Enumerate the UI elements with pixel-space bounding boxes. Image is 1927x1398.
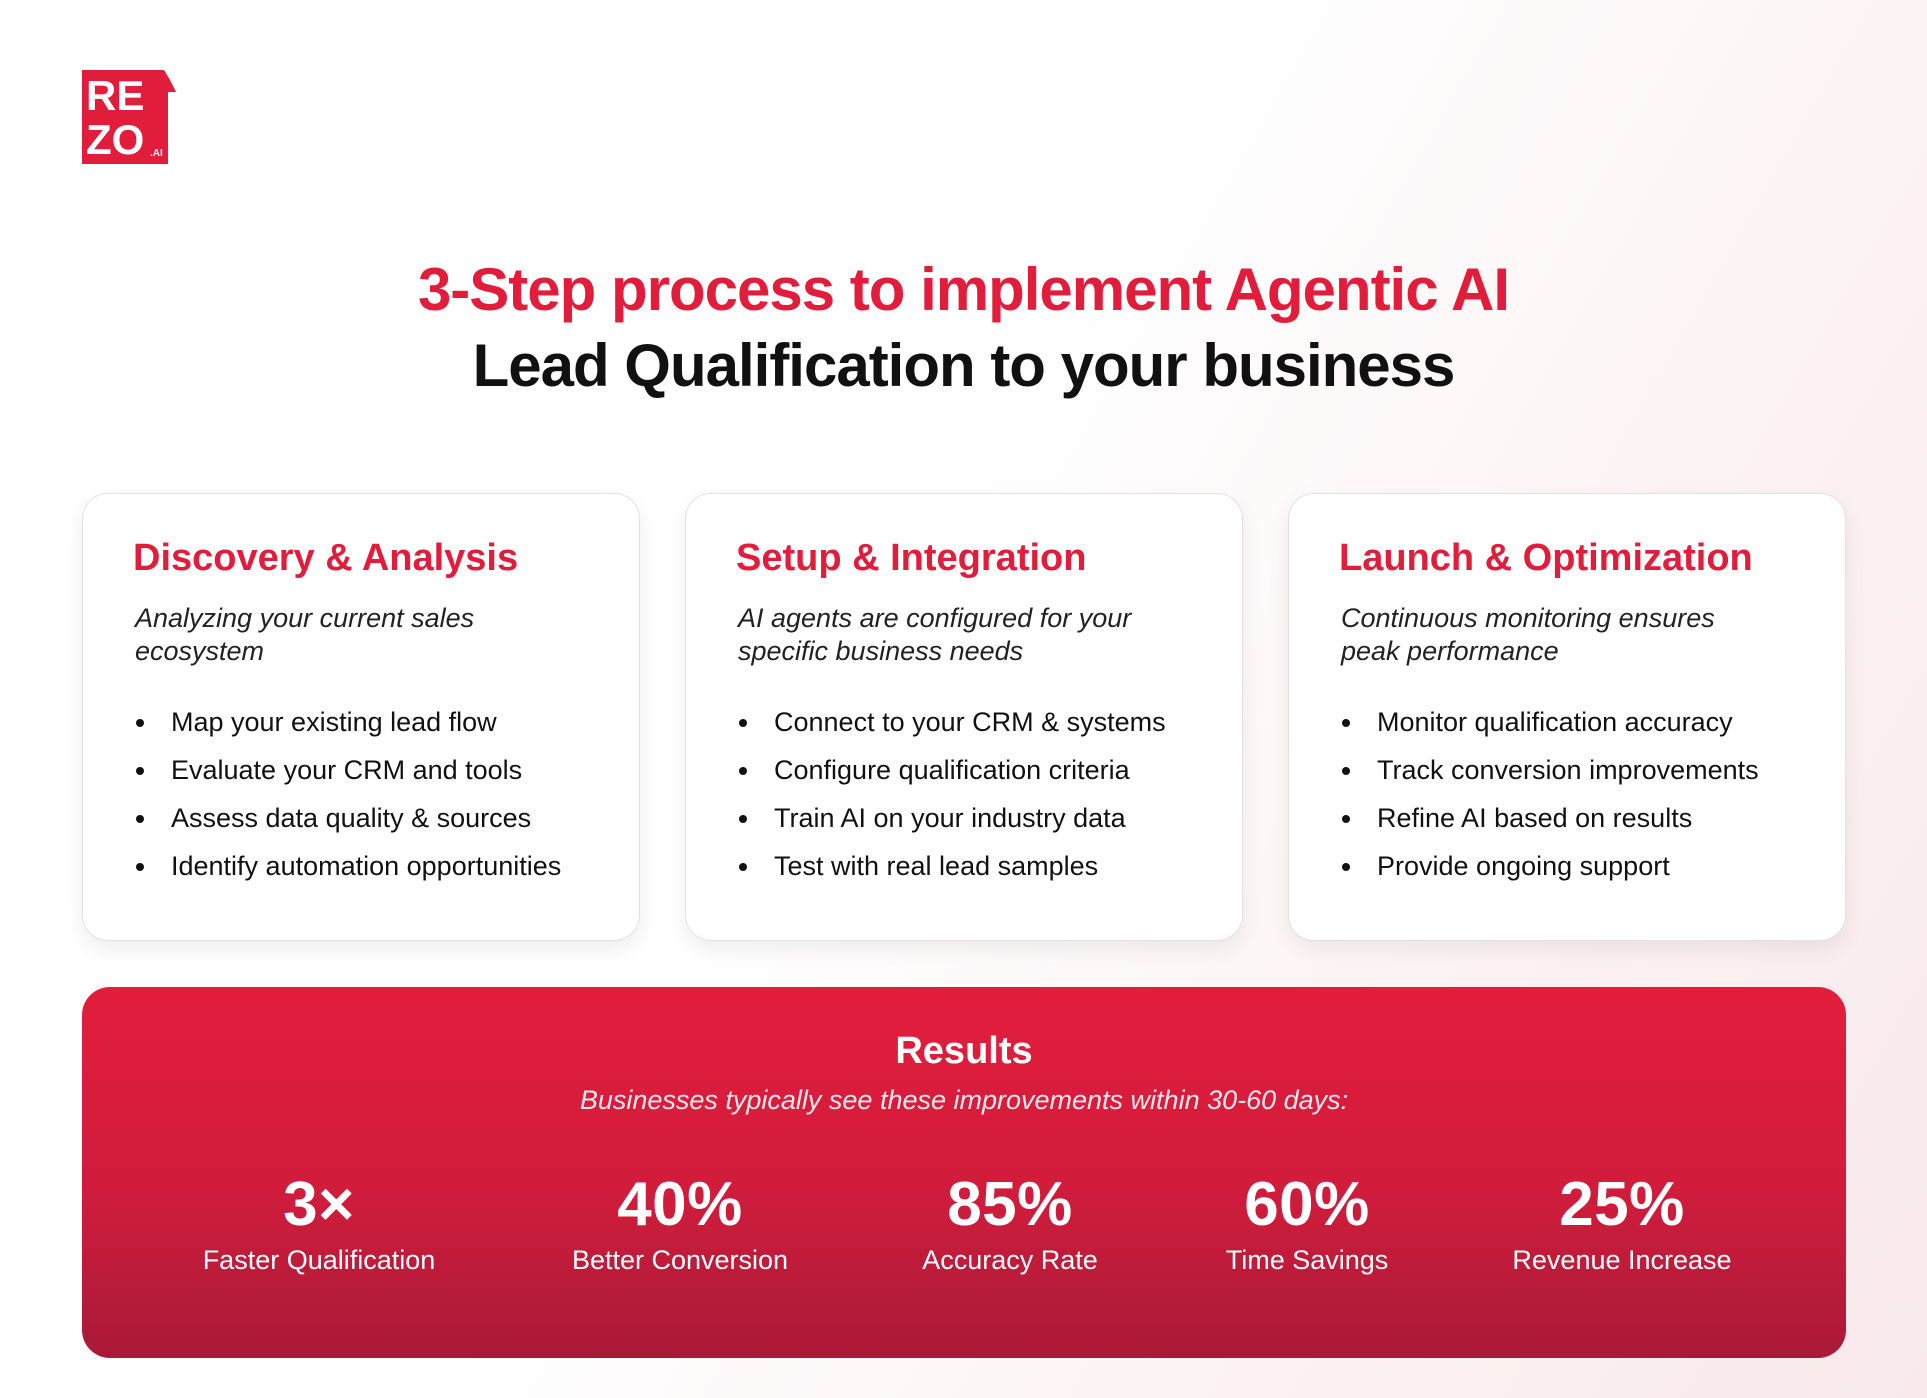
step-card-discovery: Discovery & Analysis Analyzing your curr… xyxy=(82,493,640,941)
stat-label: Revenue Increase xyxy=(1512,1245,1732,1275)
bullet-dot-icon xyxy=(739,815,747,823)
list-item: Track conversion improvements xyxy=(1339,754,1805,787)
step-subtitle: AI agents are configured for your specif… xyxy=(738,603,1132,666)
bullet-dot-icon xyxy=(136,767,144,775)
logo-text-bottom: ZO xyxy=(86,116,144,163)
page-title-line-1: 3-Step process to implement Agentic AI xyxy=(417,256,1510,323)
bullet-dot-icon xyxy=(1342,719,1350,727)
bullet-dot-icon xyxy=(1342,815,1350,823)
logo-text-top: RE xyxy=(86,72,144,119)
results-subtitle: Businesses typically see these improveme… xyxy=(579,1085,1349,1115)
stat-value: 85% xyxy=(947,1170,1073,1239)
stat-label: Better Conversion xyxy=(571,1245,789,1275)
list-item: Test with real lead samples xyxy=(736,850,1202,883)
results-panel: Results Businesses typically see these i… xyxy=(82,987,1846,1358)
step-title: Setup & Integration xyxy=(736,537,1087,579)
list-item-text: Assess data quality & sources xyxy=(171,803,532,833)
list-item-text: Monitor qualification accuracy xyxy=(1377,707,1733,737)
bullet-dot-icon xyxy=(136,719,144,727)
list-item: Train AI on your industry data xyxy=(736,802,1202,835)
bullet-dot-icon xyxy=(1342,863,1350,871)
list-item-text: Identify automation opportunities xyxy=(171,851,562,881)
list-item: Configure qualification criteria xyxy=(736,754,1202,787)
list-item-text: Track conversion improvements xyxy=(1377,755,1759,785)
stat-label: Accuracy Rate xyxy=(922,1245,1098,1275)
step-list: Connect to your CRM & systems Configure … xyxy=(736,706,1202,883)
list-item-text: Provide ongoing support xyxy=(1377,851,1670,881)
step-list: Monitor qualification accuracy Track con… xyxy=(1339,706,1805,883)
list-item-text: Test with real lead samples xyxy=(774,851,1099,881)
stat-value: 25% xyxy=(1559,1170,1685,1239)
step-title: Launch & Optimization xyxy=(1339,537,1753,579)
rezo-logo-icon: RE ZO .AI xyxy=(82,70,176,164)
step-subtitle: Analyzing your current sales ecosystem xyxy=(135,603,475,666)
stat-label: Faster Qualification xyxy=(202,1245,436,1275)
step-title: Discovery & Analysis xyxy=(133,537,519,579)
stat-faster-qualification: 3× Faster Qualification xyxy=(169,1169,469,1277)
step-list: Map your existing lead flow Evaluate you… xyxy=(133,706,599,883)
stat-value: 40% xyxy=(617,1170,743,1239)
brand-logo: RE ZO .AI xyxy=(82,70,176,164)
list-item: Refine AI based on results xyxy=(1339,802,1805,835)
page-title-line-2: Lead Qualification to your business xyxy=(472,332,1456,399)
list-item: Identify automation opportunities xyxy=(133,850,599,883)
bullet-dot-icon xyxy=(1342,767,1350,775)
list-item-text: Train AI on your industry data xyxy=(774,803,1126,833)
stat-label: Time Savings xyxy=(1225,1245,1389,1275)
bullet-dot-icon xyxy=(136,863,144,871)
bullet-dot-icon xyxy=(739,719,747,727)
logo-suffix: .AI xyxy=(150,148,163,159)
step-card-setup: Setup & Integration AI agents are config… xyxy=(685,493,1243,941)
stat-time-savings: 60% Time Savings xyxy=(1157,1169,1457,1277)
list-item: Provide ongoing support xyxy=(1339,850,1805,883)
steps-row: Discovery & Analysis Analyzing your curr… xyxy=(82,493,1846,941)
stat-accuracy-rate: 85% Accuracy Rate xyxy=(860,1169,1160,1277)
list-item-text: Configure qualification criteria xyxy=(774,755,1130,785)
stat-value: 60% xyxy=(1244,1170,1370,1239)
list-item: Connect to your CRM & systems xyxy=(736,706,1202,739)
list-item-text: Map your existing lead flow xyxy=(171,707,497,737)
list-item-text: Refine AI based on results xyxy=(1377,803,1693,833)
bullet-dot-icon xyxy=(739,767,747,775)
stat-revenue-increase: 25% Revenue Increase xyxy=(1472,1169,1772,1277)
bullet-dot-icon xyxy=(136,815,144,823)
list-item-text: Evaluate your CRM and tools xyxy=(171,755,523,785)
stat-value: 3× xyxy=(283,1170,355,1239)
page-title: 3-Step process to implement Agentic AI L… xyxy=(0,252,1927,404)
bullet-dot-icon xyxy=(739,863,747,871)
list-item: Evaluate your CRM and tools xyxy=(133,754,599,787)
results-title: Results xyxy=(895,1030,1033,1072)
list-item: Map your existing lead flow xyxy=(133,706,599,739)
step-subtitle: Continuous monitoring ensures peak perfo… xyxy=(1341,603,1715,666)
list-item: Monitor qualification accuracy xyxy=(1339,706,1805,739)
step-card-launch: Launch & Optimization Continuous monitor… xyxy=(1288,493,1846,941)
stat-better-conversion: 40% Better Conversion xyxy=(530,1169,830,1277)
list-item-text: Connect to your CRM & systems xyxy=(774,707,1166,737)
list-item: Assess data quality & sources xyxy=(133,802,599,835)
